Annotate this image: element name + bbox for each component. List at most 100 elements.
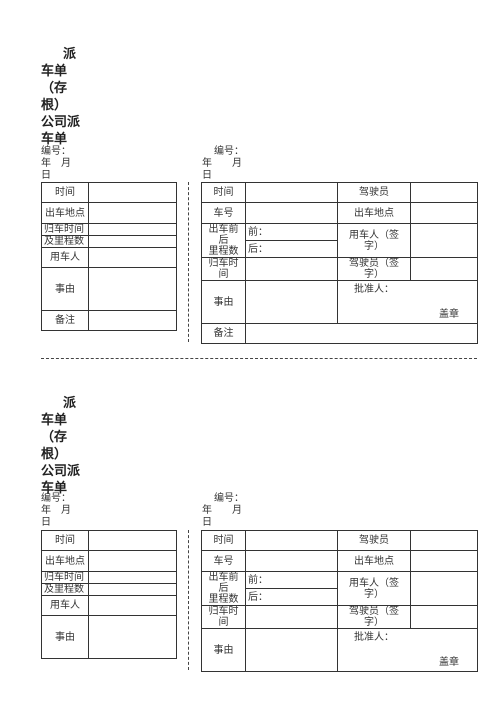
form-mileage-label-b: 里程数 [208,246,239,257]
form-driver-label: 驾驶员 [337,530,411,551]
stub-title-line: 派 [63,396,77,411]
stub-return-time-label: 归车时间 [41,571,89,584]
form-date-line1: 年 月 [202,505,242,516]
form-return-time-label: 归车时间 [201,605,246,629]
stub-date-line1: 年 月 [41,158,71,169]
stub-title-line: 车单 [41,481,68,496]
form-number-label: 编号： [214,493,244,504]
form-matter-field[interactable] [245,280,338,324]
stub-user-field[interactable] [88,595,177,616]
form-driver-field[interactable] [410,182,478,203]
form-depart-place-field[interactable] [410,550,478,572]
form-user-sign-label: 用车人（签字） [337,223,411,258]
form-user-sign-a: 用车人（签 [349,577,399,589]
stub-mileage-label: 及里程数 [41,235,89,248]
form-number-date: 编号： 年 月 日 [202,493,244,529]
form-matter-label: 事由 [201,280,246,324]
stub-return-time-label: 归车时间 [41,223,89,236]
form-mileage-label-a: 出车前后 [208,224,239,247]
stub-depart-place-field[interactable] [88,202,177,224]
stub-depart-place-field[interactable] [88,550,177,572]
stub-matter-label: 事由 [41,615,89,659]
stub-date-line1: 年 月 [41,505,71,516]
form-driver-sign-b: 字） [364,269,384,280]
stub-remark-label: 备注 [41,310,89,331]
stub-time-field[interactable] [88,182,177,203]
form-plate-field[interactable] [245,202,338,224]
form-remark-label: 备注 [201,323,246,344]
stub-return-time-field[interactable] [88,223,177,236]
stub-matter-field[interactable] [88,615,177,659]
form-matter-label: 事由 [201,628,246,672]
form-driver-sign-field[interactable] [410,605,478,629]
form-time-field[interactable] [245,182,338,203]
stub-matter-label: 事由 [41,267,89,311]
form-matter-field[interactable] [245,628,338,672]
form-depart-place-label: 出车地点 [337,202,411,224]
form-table: 时间 驾驶员 车号 出车地点 出车前后里程数 前： 用车人（签字） 后： 归车时… [201,182,478,344]
form-plate-label: 车号 [201,550,246,572]
stub-time-label: 时间 [41,182,89,203]
form-number-label: 编号： [214,146,244,157]
stub-depart-place-label: 出车地点 [41,202,89,224]
form-user-sign-field[interactable] [410,571,478,606]
form-depart-place-label: 出车地点 [337,550,411,572]
stub-title-line: 根） [41,447,68,462]
cut-line-vertical [188,530,189,670]
form-approval-cell[interactable]: 批准人： 盖章 [337,280,478,324]
stub-title: 派 车单 （存 根） 公司派 车单 [41,395,80,497]
form-depart-place-field[interactable] [410,202,478,224]
stub-title-line: 公司派 [41,115,81,130]
stub-table: 时间 出车地点 归车时间 及里程数 用车人 事由 [41,530,177,659]
stub-return-time-field[interactable] [88,571,177,584]
stub-title-line: 车单 [41,132,68,147]
form-time-field[interactable] [245,530,338,551]
form-driver-sign-b: 字） [364,617,384,628]
form-return-time-field[interactable] [245,257,338,281]
form-after-field[interactable]: 后： [245,240,338,258]
form-date-line2: 日 [202,170,212,181]
form-remark-field[interactable] [245,323,478,344]
stub-title-line: 派 [63,47,77,62]
stub-table: 时间 出车地点 归车时间 及里程数 用车人 事由 备注 [41,182,177,331]
form-approval-cell[interactable]: 批准人： 盖章 [337,628,478,672]
form-before-field[interactable]: 前： [245,571,338,589]
stub-time-label: 时间 [41,530,89,551]
form-driver-field[interactable] [410,530,478,551]
stub-title-line: 公司派 [41,464,81,479]
stub-remark-field[interactable] [88,310,177,331]
form-driver-sign-label: 驾驶员（签字） [337,605,411,629]
stub-number-label: 编号： [41,146,71,157]
form-after-field[interactable]: 后： [245,588,338,606]
form-driver-sign-label: 驾驶员（签字） [337,257,411,281]
stub-mileage-field[interactable] [88,235,177,248]
stub-mileage-field[interactable] [88,583,177,596]
form-mileage-label-a: 出车前后 [208,572,239,595]
stub-user-field[interactable] [88,247,177,268]
form-return-time-field[interactable] [245,605,338,629]
form-user-sign-field[interactable] [410,223,478,258]
stub-title-line: 根） [41,98,68,113]
form-driver-label: 驾驶员 [337,182,411,203]
form-mileage-label-b: 里程数 [208,594,239,605]
form-approver-label: 批准人： [354,284,394,295]
form-plate-label: 车号 [201,202,246,224]
stub-title-line: （存 [41,430,68,445]
stub-time-field[interactable] [88,530,177,551]
stub-title-line: （存 [41,81,68,96]
stub-date-line2: 日 [41,517,51,528]
form-plate-field[interactable] [245,550,338,572]
stub-title: 派 车单 （存 根） 公司派 车单 [41,46,80,148]
stub-number-label: 编号： [41,493,71,504]
stub-number-date: 编号： 年 月 日 [41,493,71,529]
form-user-sign-b: 字） [364,240,384,252]
stub-matter-field[interactable] [88,267,177,311]
form-driver-sign-field[interactable] [410,257,478,281]
form-table: 时间 驾驶员 车号 出车地点 出车前后里程数 前： 用车人（签字） 后： 归车时… [201,530,478,672]
form-before-field[interactable]: 前： [245,223,338,241]
form-driver-sign-a: 驾驶员（签 [349,258,399,270]
cut-line-vertical [188,182,189,342]
form-number-date: 编号： 年 月 日 [202,146,244,182]
stub-user-label: 用车人 [41,247,89,268]
form-time-label: 时间 [201,530,246,551]
